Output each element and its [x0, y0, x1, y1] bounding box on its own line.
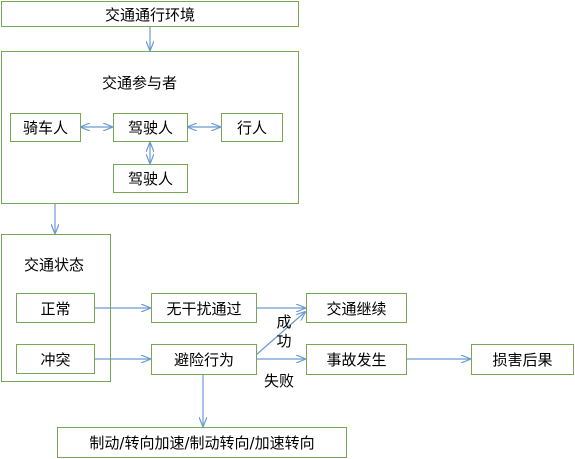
node-driver-1: 驾驶人: [113, 113, 188, 142]
node-evasive-maneuvers-label: 制动/转向加速/制动转向/加速转向: [89, 434, 315, 452]
node-conflict-label: 冲突: [40, 350, 71, 369]
node-avoidance-action-label: 避险行为: [173, 351, 234, 369]
node-normal: 正常: [16, 293, 95, 323]
node-accident-occurs: 事故发生: [306, 344, 407, 375]
node-pedestrian-label: 行人: [236, 119, 267, 137]
node-rider: 骑车人: [10, 113, 81, 142]
node-traffic-environment-label: 交通通行环境: [104, 5, 195, 24]
node-unobstructed-pass-label: 无干扰通过: [166, 299, 242, 318]
node-driver-2: 驾驶人: [113, 164, 188, 193]
node-driver-2-label: 驾驶人: [127, 170, 173, 188]
state-title: 交通状态: [24, 256, 85, 274]
node-traffic-environment: 交通通行环境: [1, 1, 299, 27]
node-conflict: 冲突: [16, 344, 95, 374]
participants-title: 交通参与者: [102, 74, 178, 92]
group-traffic-state: [1, 234, 111, 382]
node-rider-label: 骑车人: [22, 119, 68, 137]
node-pedestrian: 行人: [221, 113, 283, 142]
node-avoidance-action: 避险行为: [151, 344, 257, 375]
node-traffic-continues: 交通继续: [306, 293, 407, 323]
node-damage-consequence: 损害后果: [471, 344, 574, 375]
node-driver-1-label: 驾驶人: [127, 119, 173, 137]
node-traffic-continues-label: 交通继续: [326, 299, 387, 318]
arrow-avoid-to-continue: [255, 312, 305, 356]
node-damage-consequence-label: 损害后果: [492, 351, 553, 369]
edge-label-success: 成功: [276, 313, 292, 350]
node-accident-occurs-label: 事故发生: [326, 351, 387, 369]
group-traffic-participants: [1, 51, 299, 204]
node-evasive-maneuvers: 制动/转向加速/制动转向/加速转向: [57, 427, 347, 458]
edge-label-fail: 失败: [264, 372, 295, 390]
node-unobstructed-pass: 无干扰通过: [151, 293, 257, 323]
node-normal-label: 正常: [40, 299, 71, 318]
